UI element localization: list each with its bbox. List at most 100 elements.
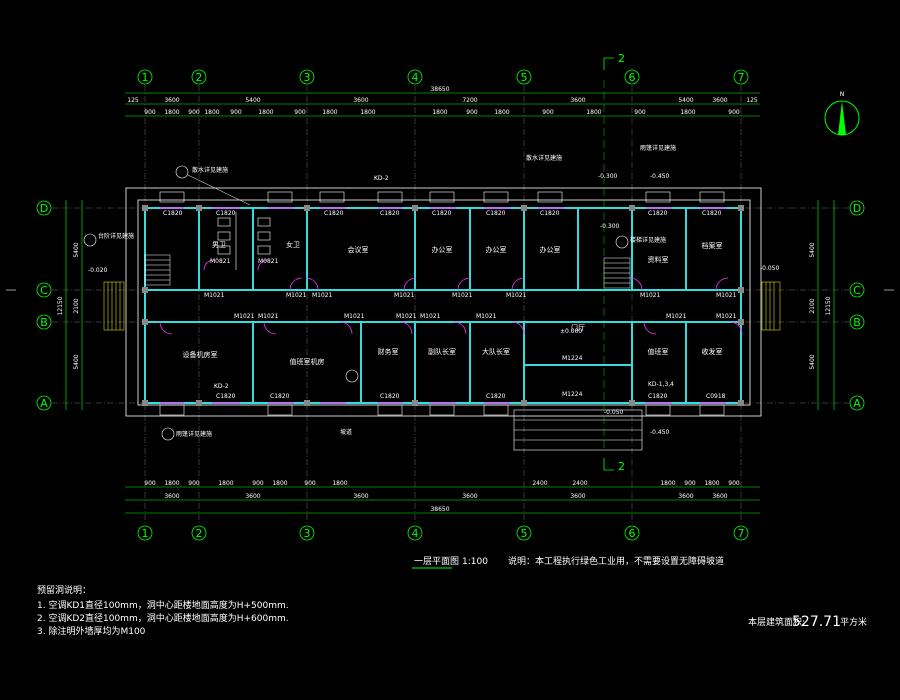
svg-text:-0.450: -0.450 (650, 173, 670, 180)
svg-text:900: 900 (188, 109, 200, 116)
axis-row-b-left: B (40, 316, 48, 329)
north-arrow-icon (824, 100, 860, 136)
room-label: 办公室 (432, 245, 453, 254)
svg-text:3600: 3600 (353, 493, 368, 500)
axis-row-a-left: A (40, 397, 48, 410)
left-bay-dim-2: 2100 (73, 298, 80, 313)
stair-left-outside (103, 281, 125, 331)
room-label: 值班室机房 (290, 357, 325, 366)
axis-row-a-right: A (853, 397, 861, 410)
axis-col-2: 2 (196, 71, 203, 84)
svg-text:1800: 1800 (322, 109, 337, 116)
room-label: 会议室 (348, 245, 369, 254)
svg-text:C0918: C0918 (706, 393, 726, 400)
svg-text:M1021: M1021 (452, 292, 473, 299)
elevation-marks: ±0.000 -0.300 -0.450 -0.020 -0.050 -0.30… (88, 173, 780, 436)
svg-text:M1021: M1021 (234, 313, 255, 320)
axis-row-d-right: D (853, 202, 861, 215)
section-mark-bottom: 2 (618, 460, 625, 473)
drawing-remark: 说明：本工程执行绿色工业用，不需要设置无障碍坡道 (508, 555, 724, 567)
svg-text:900: 900 (684, 480, 696, 487)
drawing-scale: 1:100 (462, 557, 488, 567)
svg-text:C1820: C1820 (432, 210, 452, 217)
note-line-1: 1. 空调KD1直径100mm，洞中心距楼地面高度为H+500mm. (37, 599, 289, 611)
top-edge-dim-right: 125 (746, 97, 758, 104)
svg-text:1800: 1800 (704, 480, 719, 487)
svg-text:1800: 1800 (258, 109, 273, 116)
svg-text:-0.300: -0.300 (598, 173, 618, 180)
section-mark-top: 2 (618, 52, 625, 65)
svg-text:900: 900 (294, 109, 306, 116)
svg-text:C1820: C1820 (380, 210, 400, 217)
svg-text:1800: 1800 (218, 480, 233, 487)
note-line-2: 2. 空调KD2直径100mm，洞中心距楼地面高度为H+600mm. (37, 612, 289, 624)
axis-col-7: 7 (738, 71, 745, 84)
svg-text:-0.050: -0.050 (604, 409, 624, 416)
svg-text:900: 900 (188, 480, 200, 487)
svg-text:900: 900 (144, 109, 156, 116)
axis-grid-lines (52, 85, 849, 525)
room-label: 办公室 (540, 245, 561, 254)
svg-text:2400: 2400 (532, 480, 547, 487)
right-bay-dim-1: 5400 (809, 242, 816, 257)
top-dimension-lines (125, 92, 760, 117)
window-tags: C1820 C1820 C1820 C1820 C1820 C1820 C182… (163, 210, 726, 400)
svg-text:3600: 3600 (462, 493, 477, 500)
svg-text:900: 900 (230, 109, 242, 116)
right-bay-dim-3: 5400 (809, 354, 816, 369)
top-bay-dim-3: 3600 (353, 97, 368, 104)
svg-text:散水详见建施: 散水详见建施 (192, 166, 228, 174)
top-bay-dim-4: 7200 (462, 97, 477, 104)
stair-right (603, 257, 631, 289)
svg-text:M1021: M1021 (716, 292, 737, 299)
svg-text:M1021: M1021 (286, 292, 307, 299)
svg-text:散水详见建施: 散水详见建施 (526, 154, 562, 162)
svg-text:1800: 1800 (332, 480, 347, 487)
svg-text:-0.020: -0.020 (88, 267, 108, 274)
svg-text:3600: 3600 (245, 493, 260, 500)
svg-text:900: 900 (304, 480, 316, 487)
axis-row-c-left: C (40, 284, 48, 297)
room-label: 办公室 (486, 245, 507, 254)
axis-col-1-bottom: 1 (142, 527, 149, 540)
stair-right-outside (761, 281, 781, 331)
columns (142, 205, 744, 406)
room-label: 财务室 (378, 347, 399, 356)
room-label: 门厅 (571, 323, 585, 332)
axis-col-3-bottom: 3 (304, 527, 311, 540)
room-label: 设备机房室 (183, 350, 218, 359)
bottom-axis-labels: 1 2 3 4 5 6 7 (137, 525, 749, 541)
room-label: 资料室 (648, 255, 669, 264)
svg-text:C1820: C1820 (216, 210, 236, 217)
svg-text:雨篷详见建施: 雨篷详见建施 (640, 144, 676, 152)
svg-text:M1021: M1021 (394, 292, 415, 299)
axis-col-5: 5 (521, 71, 528, 84)
svg-text:M1021: M1021 (396, 313, 417, 320)
svg-text:1800: 1800 (660, 480, 675, 487)
bottom-total-dim: 38650 (430, 506, 449, 513)
axis-col-4-bottom: 4 (412, 527, 419, 540)
door-tags: M1021 M1021 M1021 M1021 M1021 M1021 M102… (204, 258, 737, 398)
svg-text:C1820: C1820 (163, 210, 183, 217)
svg-text:900: 900 (252, 480, 264, 487)
svg-text:1800: 1800 (204, 109, 219, 116)
svg-text:M1021: M1021 (476, 313, 497, 320)
section-marks (603, 57, 614, 471)
svg-text:KD-2: KD-2 (214, 383, 229, 390)
windows (160, 207, 726, 404)
svg-text:900: 900 (466, 109, 478, 116)
right-bay-dim-2: 2100 (809, 298, 816, 313)
axis-row-b-right: B (853, 316, 861, 329)
side-dimension-lines (65, 200, 835, 410)
bottom-detail-dims: 900 1800 900 1800 900 1800 900 1800 2400… (144, 480, 740, 487)
svg-text:坡道: 坡道 (340, 428, 352, 436)
top-bay-dim-5: 3600 (570, 97, 585, 104)
area-label: 本层建筑面积: (748, 616, 805, 628)
axis-col-4: 4 (412, 71, 419, 84)
room-label: 女卫 (286, 240, 300, 249)
callouts: 散水详见建施 台阶详见建施 雨篷详见建施 坡道 楼梯详见建施 散水详见建施 雨篷… (83, 144, 676, 441)
svg-text:KD-2: KD-2 (374, 175, 389, 182)
svg-text:900: 900 (728, 109, 740, 116)
svg-text:M0821: M0821 (258, 258, 279, 265)
